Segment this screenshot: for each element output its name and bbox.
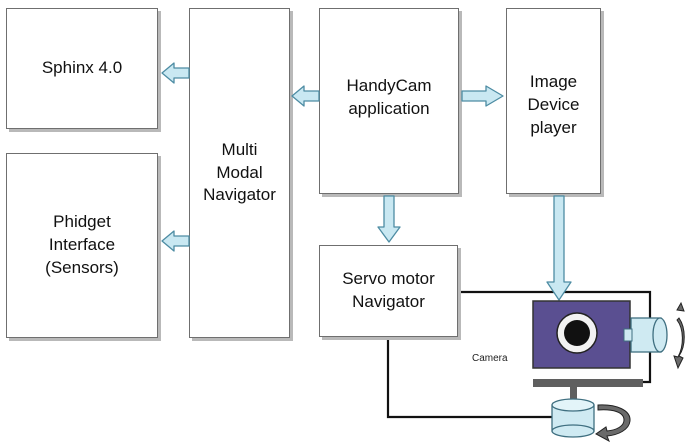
camera-mount-stand bbox=[570, 387, 577, 405]
arrow-handycam-to-servo bbox=[377, 195, 401, 243]
handycam-application-box: HandyCam application bbox=[319, 8, 459, 194]
camera-lens-inner bbox=[564, 320, 590, 346]
arrow-handycam-to-image-player bbox=[461, 85, 504, 107]
tilt-rotation-arrow-tail bbox=[676, 301, 685, 312]
arrow-navigator-to-sphinx bbox=[161, 62, 190, 84]
arrow-handycam-to-navigator bbox=[291, 85, 320, 107]
phidget-interface-box: Phidget Interface (Sensors) bbox=[6, 153, 158, 338]
pan-rotation-arrow-icon bbox=[595, 404, 631, 443]
camera-label: Camera bbox=[472, 353, 508, 364]
tilt-rotation-arrow-icon bbox=[673, 317, 685, 370]
image-device-player-box: Image Device player bbox=[506, 8, 601, 194]
arrow-image-player-to-camera bbox=[546, 195, 572, 301]
camera-platform bbox=[533, 379, 643, 387]
tilt-motor-shaft bbox=[623, 328, 633, 342]
multi-modal-navigator-box: Multi Modal Navigator bbox=[189, 8, 290, 338]
tilt-motor-face bbox=[652, 317, 668, 353]
arrow-navigator-to-phidget bbox=[161, 230, 190, 252]
sphinx-box: Sphinx 4.0 bbox=[6, 8, 158, 129]
pan-motor-top bbox=[551, 398, 595, 412]
pan-motor-bottom bbox=[551, 424, 595, 438]
wire-servo-to-pan-motor bbox=[386, 337, 552, 419]
servo-motor-navigator-box: Servo motor Navigator bbox=[319, 245, 458, 337]
